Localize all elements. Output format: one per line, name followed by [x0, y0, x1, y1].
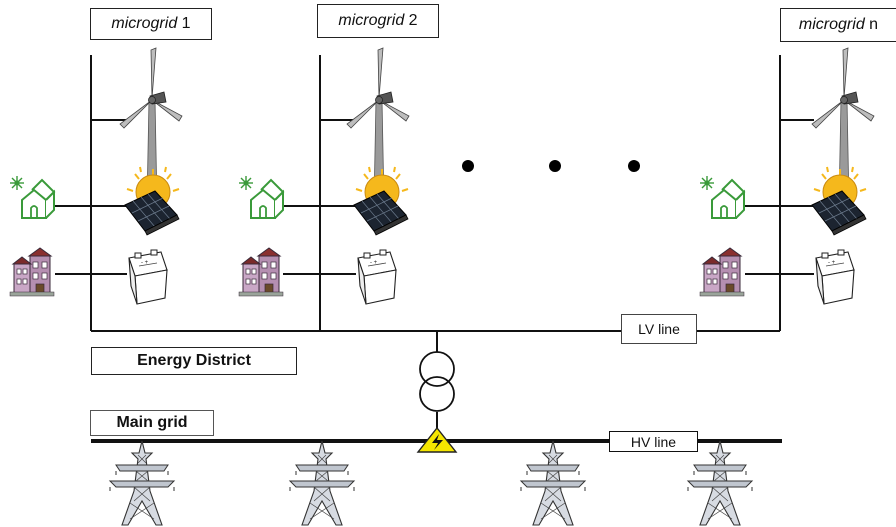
green-house-icon: [9, 175, 55, 219]
building-icon: [699, 247, 745, 297]
energy-district-label: Energy District: [91, 347, 297, 375]
microgrid-1-word: microgrid: [111, 15, 178, 32]
microgrid-1-index: 1: [181, 15, 191, 32]
building-icon: [9, 247, 55, 297]
transmission-tower-icon: [109, 440, 175, 526]
microgrid-2-word: microgrid: [338, 12, 405, 29]
battery-icon: [128, 249, 168, 305]
building-icon: [238, 247, 284, 297]
ellipsis-dots: [462, 160, 640, 172]
green-house-icon: [699, 175, 745, 219]
microgrid-n-label: microgrid n: [780, 8, 896, 42]
transmission-tower-icon: [520, 440, 586, 526]
high-voltage-warning-icon: [416, 426, 458, 453]
main-grid-label: Main grid: [90, 410, 214, 436]
transmission-tower-icon: [289, 440, 355, 526]
battery-icon: [357, 249, 397, 305]
battery-icon: [815, 249, 855, 305]
microgrid-1-label: microgrid 1: [90, 8, 212, 40]
lv-line-label: LV line: [621, 314, 697, 344]
solar-panel-icon: [811, 166, 867, 236]
solar-panel-icon: [124, 166, 180, 236]
microgrid-n-word: microgrid: [798, 16, 865, 33]
ellipsis-dot: [462, 160, 474, 172]
green-house-icon: [238, 175, 284, 219]
wind-turbine-icon: [346, 47, 410, 179]
transformer-icon: [419, 351, 455, 412]
ellipsis-dot: [628, 160, 640, 172]
wind-turbine-icon: [119, 47, 183, 179]
solar-panel-icon: [353, 166, 409, 236]
microgrid-n-index: n: [869, 16, 879, 33]
hv-line-label: HV line: [609, 431, 698, 452]
ellipsis-dot: [549, 160, 561, 172]
microgrid-2-label: microgrid 2: [317, 4, 439, 38]
microgrid-2-index: 2: [408, 12, 418, 29]
transmission-tower-icon: [687, 440, 753, 526]
wind-turbine-icon: [811, 47, 875, 179]
